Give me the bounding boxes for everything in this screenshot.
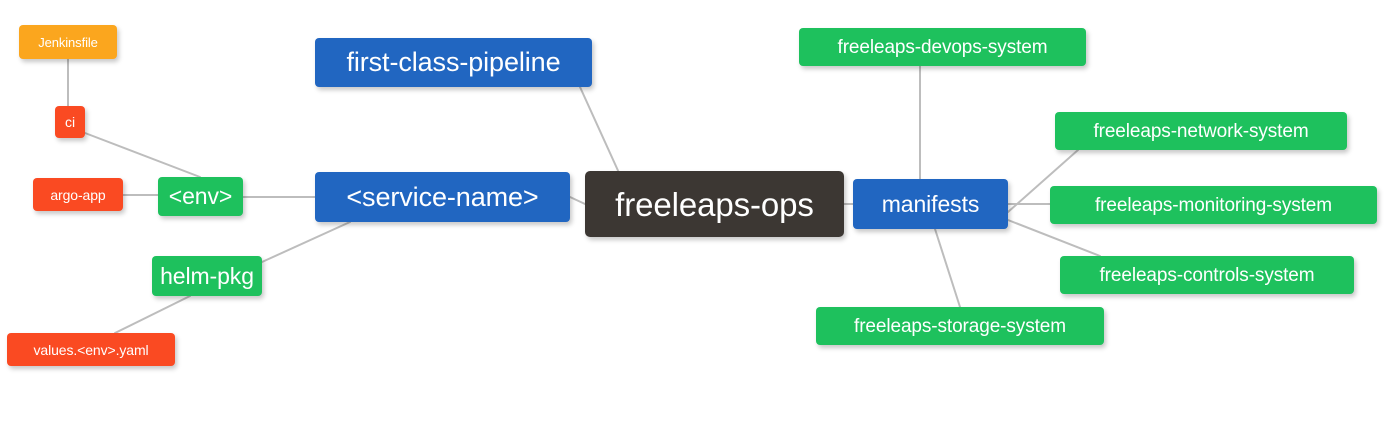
mindmap-node-label: helm-pkg — [160, 262, 254, 289]
mindmap-edge-root-to-service — [569, 196, 586, 205]
mindmap-edge-env-to-ci — [84, 132, 201, 178]
mindmap-node-env[interactable]: <env> — [158, 177, 243, 216]
mindmap-edge-manifests-to-storage — [934, 228, 961, 308]
mindmap-node-label: first-class-pipeline — [346, 47, 561, 77]
mindmap-edge-manifests-to-controls — [1007, 219, 1101, 257]
mindmap-node-jenkins[interactable]: Jenkinsfile — [19, 25, 117, 59]
mindmap-node-values[interactable]: values.<env>.yaml — [7, 333, 175, 366]
mindmap-node-label: <env> — [168, 183, 233, 209]
mindmap-node-monitoring[interactable]: freeleaps-monitoring-system — [1050, 186, 1377, 224]
mindmap-node-devops[interactable]: freeleaps-devops-system — [799, 28, 1086, 66]
mindmap-node-service[interactable]: <service-name> — [315, 172, 570, 222]
mindmap-node-controls[interactable]: freeleaps-controls-system — [1060, 256, 1354, 294]
mindmap-node-label: freeleaps-storage-system — [854, 315, 1066, 337]
mindmap-edge-manifests-to-network — [1007, 149, 1079, 213]
mindmap-node-label: manifests — [881, 190, 980, 217]
mindmap-node-network[interactable]: freeleaps-network-system — [1055, 112, 1347, 150]
mindmap-node-label: Jenkinsfile — [38, 34, 98, 50]
mindmap-node-helm[interactable]: helm-pkg — [152, 256, 262, 296]
mindmap-node-pipeline[interactable]: first-class-pipeline — [315, 38, 592, 87]
mindmap-edge-helm-to-values — [114, 295, 191, 334]
mindmap-node-argo[interactable]: argo-app — [33, 178, 123, 211]
mindmap-node-label: freeleaps-monitoring-system — [1095, 194, 1332, 216]
mindmap-node-label: freeleaps-network-system — [1093, 120, 1309, 142]
mindmap-node-label: ci — [65, 114, 75, 130]
mindmap-node-label: values.<env>.yaml — [33, 341, 149, 358]
mindmap-node-storage[interactable]: freeleaps-storage-system — [816, 307, 1104, 345]
mindmap-node-root[interactable]: freeleaps-ops — [585, 171, 844, 237]
mindmap-node-label: freeleaps-devops-system — [837, 36, 1048, 58]
mindmap-node-ci[interactable]: ci — [55, 106, 85, 138]
mindmap-node-manifests[interactable]: manifests — [853, 179, 1008, 229]
mindmap-node-label: freeleaps-ops — [615, 185, 814, 223]
mindmap-node-label: <service-name> — [346, 181, 539, 212]
mindmap-node-label: argo-app — [50, 186, 106, 203]
mindmap-edge-service-to-helm — [261, 221, 351, 263]
mindmap-node-label: freeleaps-controls-system — [1099, 264, 1315, 286]
mindmap-edge-root-to-pipeline — [579, 86, 621, 176]
